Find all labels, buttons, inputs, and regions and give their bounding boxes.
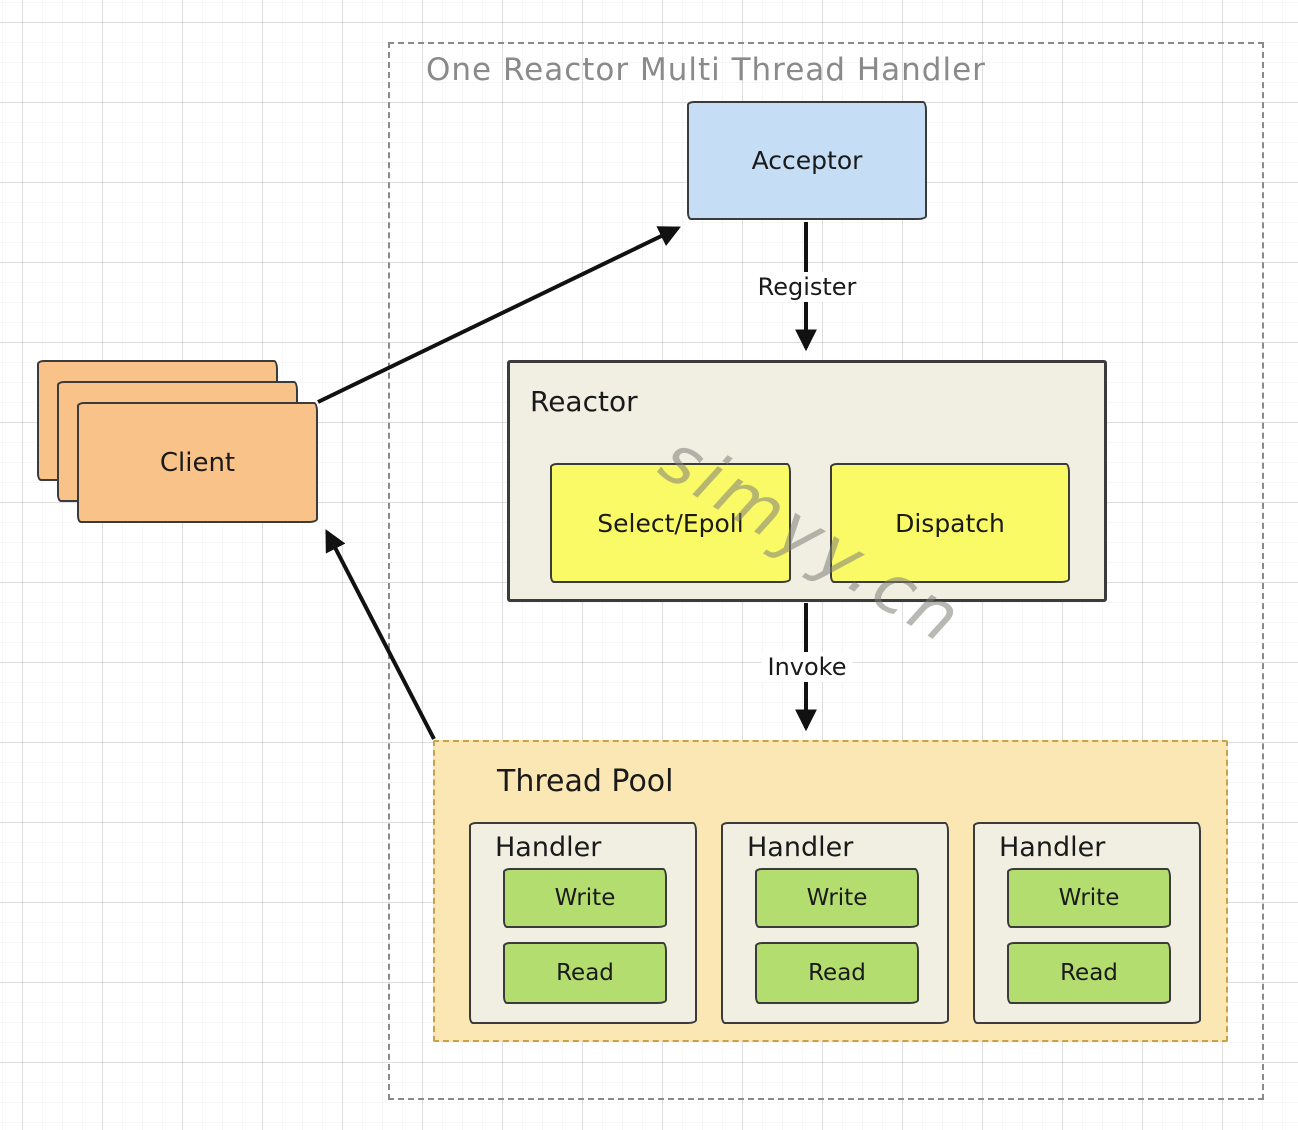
read-node: Read	[755, 942, 919, 1004]
client-node: Client	[77, 402, 318, 523]
thread-pool-node: Thread Pool Handler Write Read Handler W…	[433, 740, 1228, 1042]
handler-node: Handler Write Read	[469, 822, 697, 1024]
write-label: Write	[1058, 885, 1120, 911]
thread-pool-label: Thread Pool	[497, 764, 674, 799]
select-epoll-node: Select/Epoll	[550, 463, 791, 583]
write-label: Write	[806, 885, 868, 911]
reactor-node: Reactor Select/Epoll Dispatch	[507, 360, 1107, 602]
client-label: Client	[159, 447, 236, 478]
handler-label: Handler	[999, 832, 1106, 863]
diagram-title: One Reactor Multi Thread Handler	[426, 52, 986, 88]
acceptor-node: Acceptor	[687, 101, 927, 220]
read-node: Read	[1007, 942, 1171, 1004]
dispatch-node: Dispatch	[830, 463, 1070, 583]
handler-label: Handler	[747, 832, 854, 863]
invoke-edge-label: Invoke	[761, 652, 853, 682]
write-label: Write	[554, 885, 616, 911]
acceptor-label: Acceptor	[751, 146, 863, 175]
select-epoll-label: Select/Epoll	[597, 508, 744, 538]
reactor-label: Reactor	[530, 385, 638, 418]
read-label: Read	[808, 960, 866, 986]
read-node: Read	[503, 942, 667, 1004]
dispatch-label: Dispatch	[895, 508, 1005, 538]
write-node: Write	[755, 868, 919, 928]
read-label: Read	[1060, 960, 1118, 986]
handler-node: Handler Write Read	[721, 822, 949, 1024]
handler-node: Handler Write Read	[973, 822, 1201, 1024]
read-label: Read	[556, 960, 614, 986]
handler-label: Handler	[495, 832, 602, 863]
write-node: Write	[1007, 868, 1171, 928]
write-node: Write	[503, 868, 667, 928]
register-edge-label: Register	[751, 272, 863, 302]
